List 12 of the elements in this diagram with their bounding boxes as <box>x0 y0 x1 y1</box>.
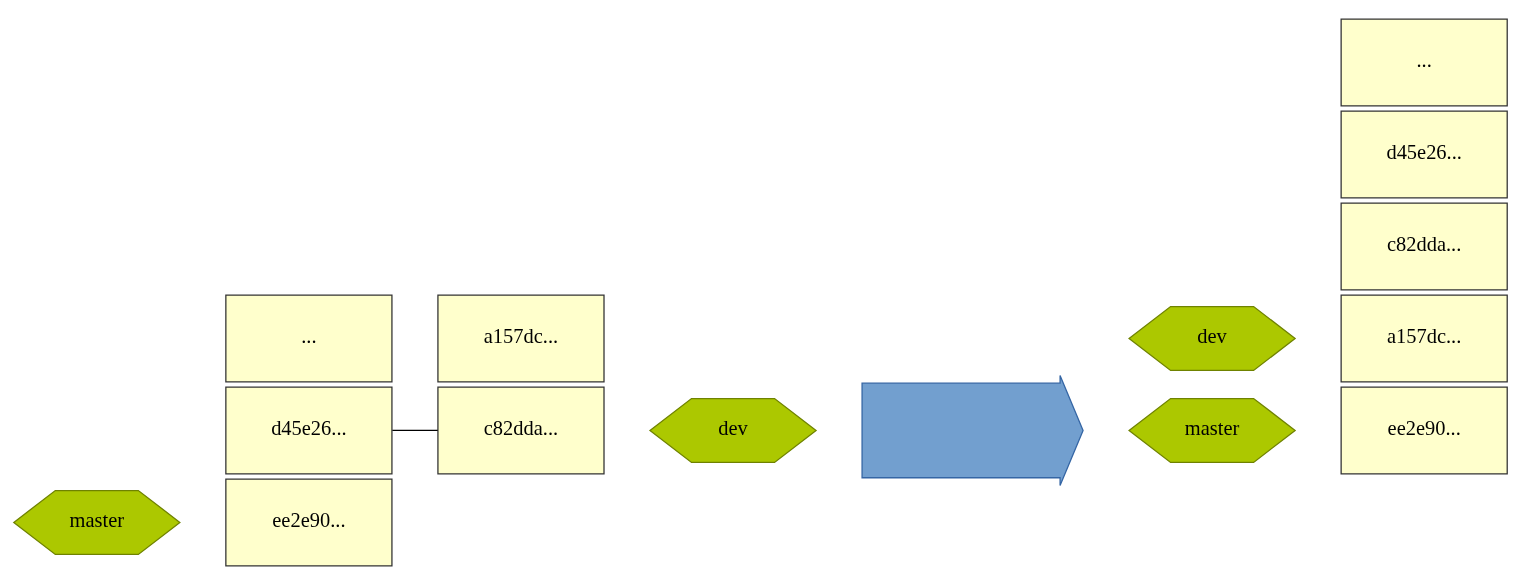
node-box: ee2e90... <box>225 477 393 567</box>
node-box: c82dda... <box>437 385 605 475</box>
node-box: d45e26... <box>1340 109 1508 199</box>
node-box: d45e26... <box>225 385 393 475</box>
node-box: c82dda... <box>1340 201 1508 291</box>
node-box: a157dc... <box>1340 293 1508 383</box>
node-arrow <box>861 374 1084 486</box>
node-box: a157dc... <box>437 293 605 383</box>
node-box: ... <box>1340 17 1508 107</box>
connector <box>391 429 439 431</box>
node-box: ... <box>225 293 393 383</box>
node-box: ee2e90... <box>1340 385 1508 475</box>
